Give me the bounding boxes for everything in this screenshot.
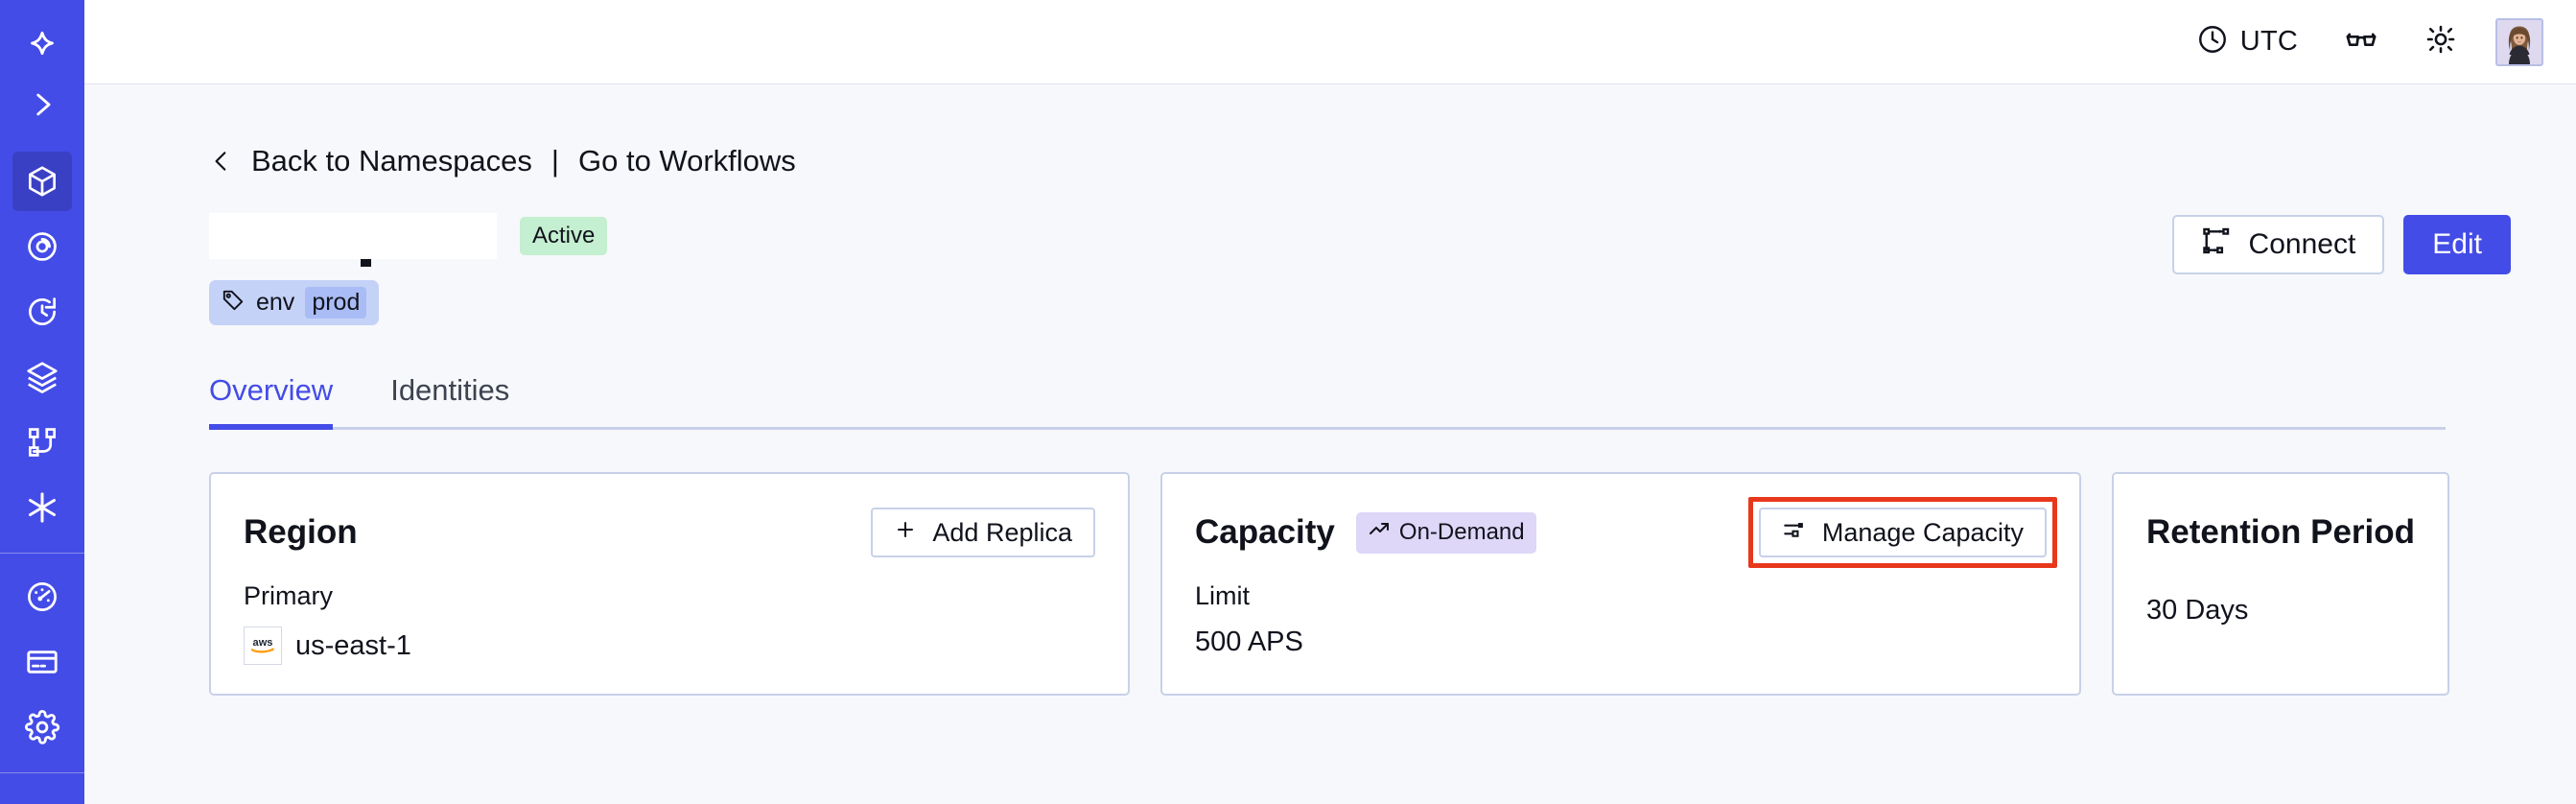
namespace-title-line: Active: [209, 213, 608, 267]
sun-icon: [2424, 23, 2457, 60]
namespace-header-left: Active env prod: [209, 213, 608, 325]
sidebar-item-billing[interactable]: [12, 632, 72, 692]
reading-mode-button[interactable]: [2321, 15, 2401, 69]
retention-value: 30 Days: [2146, 595, 2249, 626]
aws-logo: aws: [244, 627, 282, 665]
breadcrumb: Back to Namespaces | Go to Workflows: [209, 144, 2511, 178]
manage-capacity-wrap: Manage Capacity: [1747, 497, 2057, 568]
glasses-icon: [2344, 22, 2378, 61]
header-actions: Connect Edit: [2171, 213, 2511, 274]
sidebar-item-integrations[interactable]: [12, 478, 72, 537]
capacity-limit-value: 500 APS: [1195, 627, 1303, 657]
connect-flow-icon: [2201, 225, 2232, 264]
tab-bar: Overview Identities: [209, 373, 2446, 430]
sidebar-divider-2: [0, 772, 84, 773]
region-card: Region Add Replica: [209, 472, 1130, 696]
region-primary-label: Primary: [244, 581, 333, 610]
sidebar-item-namespaces[interactable]: [12, 152, 72, 211]
region-card-header: Region Add Replica: [244, 503, 1095, 562]
add-replica-button[interactable]: Add Replica: [871, 508, 1095, 557]
top-bar: UTC: [84, 0, 2576, 84]
manage-capacity-label: Manage Capacity: [1821, 517, 2024, 547]
trending-up-icon: [1368, 518, 1391, 548]
region-value: us-east-1: [295, 629, 411, 661]
status-badge: Active: [520, 217, 608, 255]
sidebar-item-usage[interactable]: [12, 567, 72, 627]
page-title: [209, 213, 497, 267]
main-sidebar: [0, 0, 84, 804]
add-replica-wrap: Add Replica: [871, 508, 1095, 557]
capacity-card-header: Capacity On-Demand: [1195, 497, 2057, 568]
avatar[interactable]: [2495, 17, 2543, 66]
connect-button-label: Connect: [2248, 228, 2356, 260]
capacity-limit-label: Limit: [1195, 581, 1251, 610]
sidebar-item-workflows[interactable]: [12, 413, 72, 472]
retention-card-header: Retention Period: [2146, 503, 2415, 562]
timezone-label: UTC: [2239, 26, 2298, 57]
user-avatar: [2497, 19, 2541, 64]
content-area: Back to Namespaces | Go to Workflows Act…: [84, 84, 2576, 804]
on-demand-badge-label: On-Demand: [1398, 519, 1525, 545]
sidebar-item-history[interactable]: [12, 282, 72, 342]
on-demand-badge: On-Demand: [1355, 511, 1536, 554]
capacity-card-title: Capacity: [1195, 513, 1335, 551]
clock-icon: [2196, 23, 2229, 60]
temporal-logo-icon[interactable]: [12, 13, 72, 73]
sidebar-divider-1: [0, 553, 84, 554]
sliders-icon: [1782, 517, 1807, 549]
namespace-header: Active env prod: [209, 213, 2511, 325]
timezone-selector[interactable]: UTC: [2173, 15, 2321, 69]
tag-icon: [221, 288, 246, 318]
connect-button[interactable]: Connect: [2171, 215, 2385, 274]
overview-cards: Region Add Replica: [209, 472, 2511, 696]
namespace-tag[interactable]: env prod: [209, 280, 380, 325]
retention-card-title: Retention Period: [2146, 513, 2416, 551]
breadcrumb-back-link[interactable]: Back to Namespaces: [251, 144, 532, 177]
capacity-card: Capacity On-Demand: [1160, 472, 2081, 696]
retention-card: Retention Period 30 Days: [2112, 472, 2450, 696]
sidebar-item-expand[interactable]: [12, 75, 72, 134]
sidebar-item-settings[interactable]: [12, 698, 72, 757]
svg-text:aws: aws: [253, 637, 273, 649]
plus-icon: [894, 518, 917, 548]
tag-key: env: [256, 289, 295, 316]
tag-value: prod: [305, 287, 367, 319]
tab-identities[interactable]: Identities: [390, 373, 510, 407]
manage-capacity-button[interactable]: Manage Capacity: [1758, 508, 2047, 557]
edit-button[interactable]: Edit: [2403, 215, 2511, 274]
breadcrumb-divider: |: [550, 144, 559, 177]
sidebar-item-observability[interactable]: [12, 217, 72, 276]
region-card-title: Region: [244, 513, 358, 551]
chevron-left-icon[interactable]: [209, 145, 234, 177]
add-replica-label: Add Replica: [932, 517, 1072, 547]
region-value-row: aws us-east-1: [244, 627, 1095, 665]
edit-button-label: Edit: [2432, 228, 2482, 260]
main-area: UTC: [84, 0, 2576, 804]
theme-toggle-button[interactable]: [2401, 15, 2480, 69]
sidebar-item-layers[interactable]: [12, 347, 72, 407]
tab-overview[interactable]: Overview: [209, 373, 334, 430]
breadcrumb-workflows-link[interactable]: Go to Workflows: [577, 144, 796, 177]
